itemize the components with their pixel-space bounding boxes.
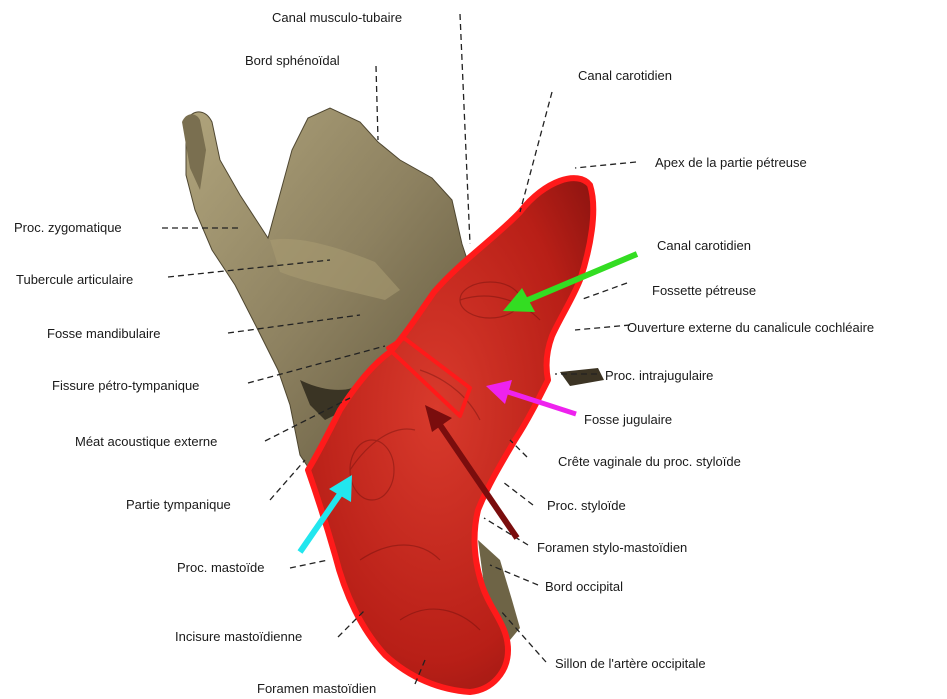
label-foramen-stylo-mastoidien: Foramen stylo-mastoïdien [537,540,687,556]
label-sillon-artere-occipitale: Sillon de l'artère occipitale [555,656,706,672]
label-fossette-petreuse: Fossette pétreuse [652,283,756,299]
label-proc-mastoide: Proc. mastoïde [177,560,264,576]
label-crete-vaginale: Crête vaginale du proc. styloïde [558,454,741,470]
label-apex-partie-petreuse: Apex de la partie pétreuse [655,155,807,171]
label-ouverture-canalicule: Ouverture externe du canalicule cochléai… [627,320,874,336]
label-proc-styloide: Proc. styloïde [547,498,626,514]
label-partie-tympanique: Partie tympanique [126,497,231,513]
label-fosse-mandibulaire: Fosse mandibulaire [47,326,160,342]
label-bord-occipital: Bord occipital [545,579,623,595]
label-incisure-mastoidienne: Incisure mastoïdienne [175,629,302,645]
label-canal-musculo-tubaire: Canal musculo-tubaire [272,10,402,26]
label-tubercule-articulaire: Tubercule articulaire [16,272,133,288]
label-bord-sphenoidal: Bord sphénoïdal [245,53,340,69]
label-proc-intrajugulaire: Proc. intrajugulaire [605,368,713,384]
label-canal-carotidien-top: Canal carotidien [578,68,672,84]
label-foramen-mastoidien: Foramen mastoïdien [257,681,376,697]
label-canal-carotidien: Canal carotidien [657,238,751,254]
label-fosse-jugulaire: Fosse jugulaire [584,412,672,428]
label-proc-zygomatique: Proc. zygomatique [14,220,122,236]
label-meat-acoustique: Méat acoustique externe [75,434,217,450]
label-fissure-petro-tympanique: Fissure pétro-tympanique [52,378,199,394]
